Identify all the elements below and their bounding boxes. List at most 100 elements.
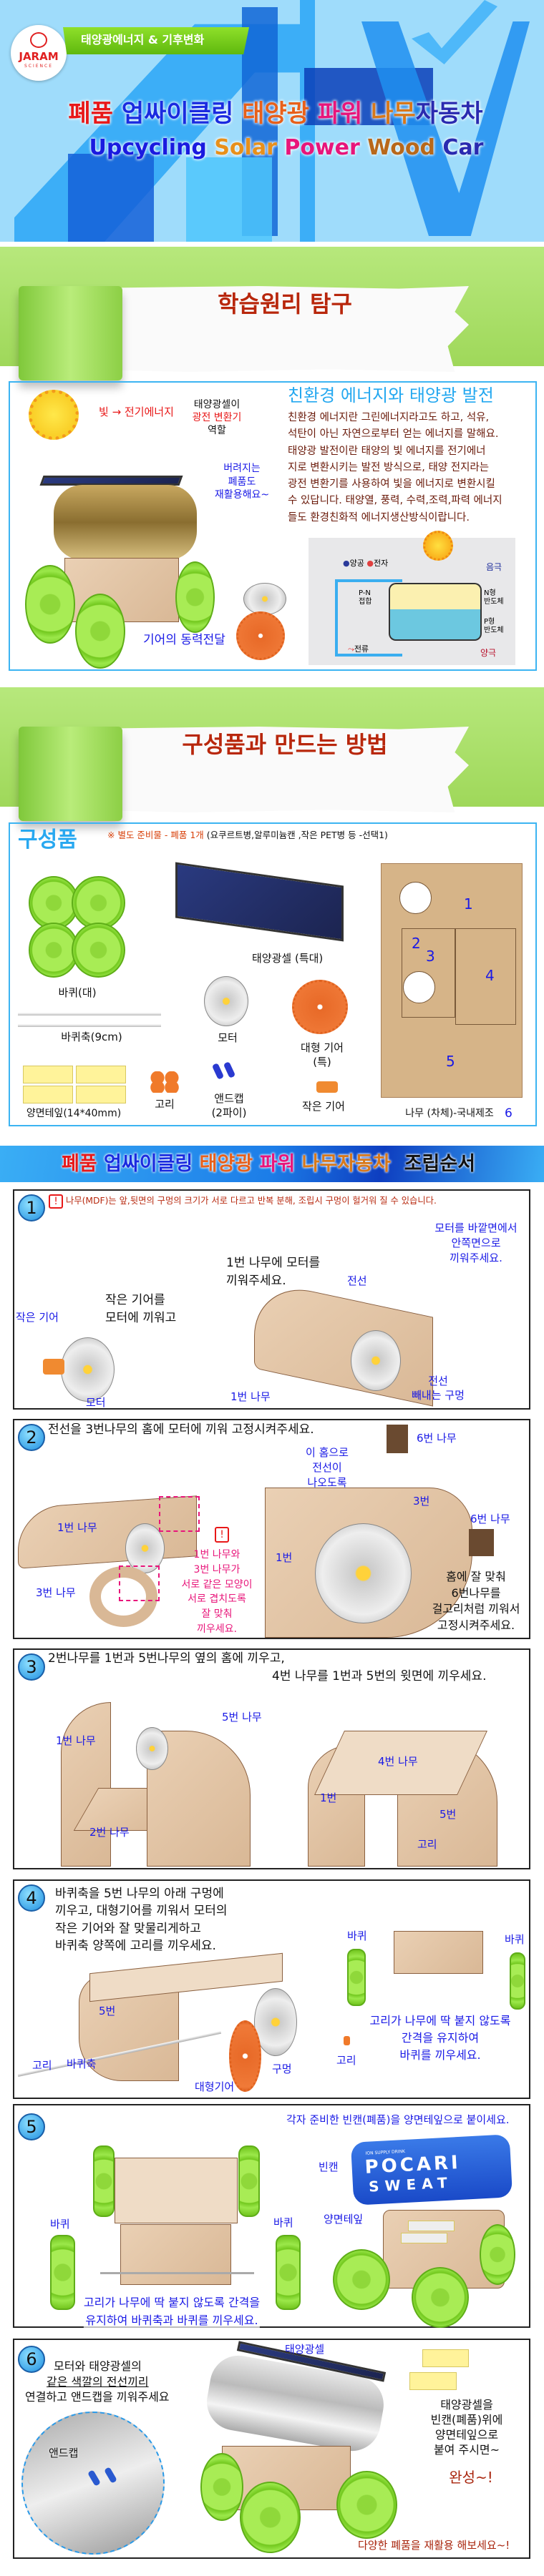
- label-wheel: 바퀴: [505, 1933, 525, 1946]
- tape-image: [23, 1066, 73, 1083]
- motor-image: [125, 1523, 165, 1573]
- part-label-solar: 태양광셀 (특대): [252, 952, 324, 965]
- wheel-image: [175, 561, 215, 633]
- instr-line: 작은 기어와 잘 맞물리게하고: [55, 1921, 201, 1936]
- title-part: 조립순서: [404, 1153, 476, 1175]
- anode-label: 양극: [480, 648, 497, 658]
- motor-image: [61, 1337, 115, 1402]
- title-part: 파워: [259, 1153, 296, 1175]
- jaram-logo: JARAM SCIENCE: [11, 25, 67, 81]
- tape-image: [401, 2233, 447, 2243]
- step-number-badge: 5: [18, 2113, 45, 2140]
- label-line: 3번 나무가: [193, 1563, 241, 1575]
- label-line: (특): [313, 1056, 331, 1068]
- paper-roll: [19, 727, 122, 821]
- circuit-wire: [335, 579, 402, 657]
- label-line: 안쪽면으로: [451, 1237, 501, 1249]
- label-line: 서로 겹치도록: [188, 1593, 246, 1606]
- title-part: 자동차: [415, 99, 483, 128]
- board-number: 4: [485, 967, 495, 984]
- board-piece-outline: [455, 928, 516, 1025]
- cathode-label: 음극: [486, 562, 502, 572]
- subtitle-part: Solar: [214, 135, 277, 160]
- wood-board-image: 1 2 3 4 5: [381, 863, 523, 1098]
- label-ring: 고리: [32, 2059, 52, 2072]
- label-line: 앤드캡: [214, 1092, 244, 1105]
- principle-heading: 친환경 에너지와 태양광 발전: [288, 385, 494, 405]
- p-line: P형: [484, 618, 495, 626]
- wheel-image: [29, 923, 79, 978]
- wheel-image: [29, 876, 79, 930]
- label-line: 대형 기어: [301, 1041, 344, 1054]
- label-line: 유지하여 바퀴축과 바퀴를 끼우세요.: [85, 2314, 258, 2327]
- label-wood-4: 4번 나무: [378, 1755, 418, 1768]
- assembly-header: 폐품 업싸이클링 태양광 파워 나무자동차 조립순서: [0, 1146, 544, 1182]
- topic-ribbon: 태양광에너지 & 기후변화: [63, 27, 249, 54]
- gear-transmission-label: 기어의 동력전달: [143, 633, 225, 647]
- label-wheel: 바퀴: [273, 2216, 293, 2229]
- wheel-image: [347, 1949, 366, 2006]
- tape-image: [422, 2349, 469, 2367]
- label-ring: 고리: [336, 2054, 356, 2067]
- parts-note: ※ 별도 준비물 - 폐품 1개 (요쿠르트병,알루미늄캔 ,작은 PET병 등…: [107, 830, 388, 840]
- assembly-title: 폐품 업싸이클링 태양광 파워 나무자동차 조립순서: [62, 1153, 475, 1175]
- chassis-image: [394, 1931, 483, 1974]
- board-number: 3: [426, 948, 435, 965]
- body-line: 친환경 에너지란 그린에너지라고도 하고, 석유,: [288, 412, 490, 423]
- subtitle-part: Wood: [367, 135, 435, 160]
- label-line: 바퀴를 끼우세요.: [399, 2048, 481, 2062]
- wheel-image: [238, 2145, 260, 2217]
- wheel-image: [93, 2145, 115, 2217]
- torn-paper: [118, 286, 469, 372]
- note-rest: (요쿠르트병,알루미늄캔 ,작은 PET병 등 -선택1): [206, 830, 388, 840]
- label-wood-6: 6번 나무: [417, 1432, 457, 1445]
- label-wood-3: 3번: [413, 1495, 430, 1508]
- body-line: 석탄이 아닌 자연으로부터 얻는 에너지를 말해요.: [288, 428, 499, 441]
- footer-text: 다양한 폐품을 재활용 해보세요~!: [358, 2539, 510, 2552]
- label-line: 전선이: [312, 1461, 342, 1474]
- wheel-image: [336, 2471, 397, 2539]
- label-wood-6: 6번 나무: [470, 1513, 510, 1525]
- tape-image: [76, 1086, 126, 1103]
- board-number: 1: [464, 895, 473, 913]
- hero-title: 폐품 업싸이클링 태양광 파워 나무자동차: [68, 99, 483, 128]
- small-gear-image: [316, 1081, 338, 1093]
- title-part: 폐품: [61, 1153, 97, 1175]
- label-line: 고정시켜주세요.: [437, 1618, 515, 1632]
- recycle-line: 폐품도: [228, 476, 256, 488]
- chassis-image: [120, 2224, 231, 2285]
- label-wheel: 바퀴: [50, 2218, 70, 2231]
- label-line: 끼워주세요.: [450, 1252, 502, 1264]
- tape-image: [408, 2221, 455, 2231]
- note-highlight: ※ 별도 준비물 - 폐품 1개: [107, 830, 204, 840]
- wheel-image: [480, 2224, 515, 2285]
- label-line: 잘 맞춰: [201, 1608, 233, 1621]
- title-part: 나무: [371, 99, 416, 128]
- instr-line: 작은 기어를: [105, 1293, 165, 1307]
- subtitle-part: Power: [284, 135, 360, 160]
- board-number: 5: [446, 1053, 455, 1070]
- background-glyph: [68, 154, 154, 242]
- label-wood-5: 5번 나무: [222, 1711, 262, 1724]
- label-line: 걸고리처럼 끼워서: [432, 1602, 520, 1616]
- instr-line: 끼워주세요.: [226, 1274, 286, 1288]
- cell-role-line: 광전 변환기: [192, 412, 242, 423]
- step-instruction: 모터와 태양광셀의: [54, 2359, 142, 2373]
- label-complete: 완성~!: [449, 2469, 493, 2486]
- label-solar-cell: 태양광셀: [285, 2343, 325, 2356]
- part-label-wheel: 바퀴(대): [58, 986, 97, 999]
- label-line: 양면테잎으로: [434, 2428, 499, 2442]
- motor-image: [254, 1988, 297, 2056]
- endcap-image: [87, 2469, 101, 2487]
- step-number-badge: 3: [18, 1653, 45, 1681]
- part-label-wood: 나무 (차체)-국내제조: [405, 1108, 494, 1119]
- recycle-line: 버려지는: [223, 463, 261, 474]
- wheel-image: [333, 2249, 390, 2310]
